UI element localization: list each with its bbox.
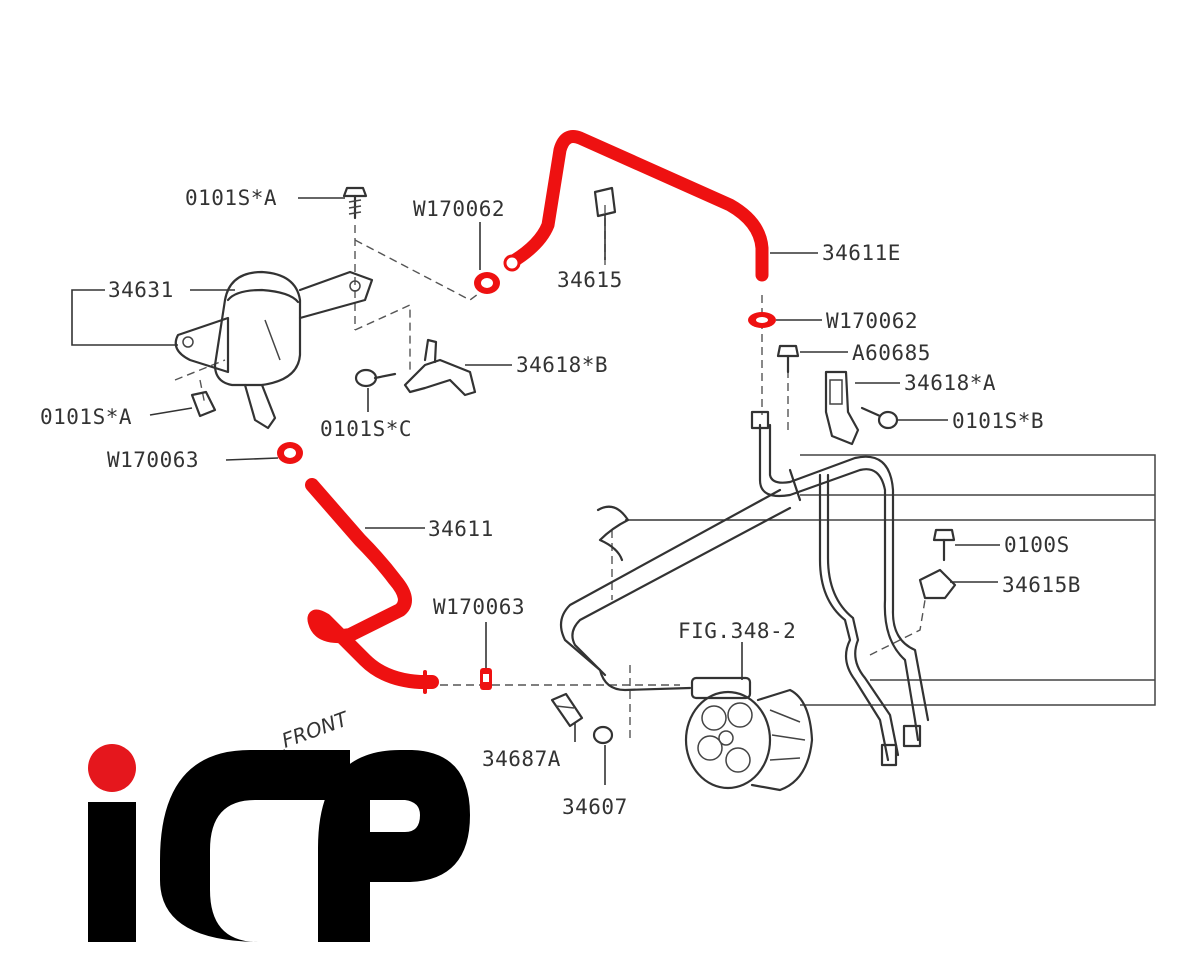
clip-mid-hose — [596, 505, 630, 562]
bolt-0101s-a-top — [342, 186, 368, 220]
pump-assembly — [684, 676, 814, 792]
label-w170063-bottom: W170063 — [433, 595, 525, 619]
clip-34615 — [593, 186, 617, 218]
reservoir-34631 — [174, 270, 374, 430]
clamp-w170062-right — [748, 312, 776, 328]
logo-letter-c — [160, 750, 350, 942]
leader-lines — [71, 197, 1000, 785]
label-fig-348-2: FIG.348-2 — [678, 619, 796, 643]
hose-34611 — [305, 478, 439, 689]
label-34631: 34631 — [108, 278, 174, 302]
label-34687a: 34687A — [482, 747, 561, 771]
logo-letter-p — [318, 750, 470, 942]
bolt-0101s-b — [860, 406, 899, 430]
label-0101s-a-left: 0101S*A — [40, 405, 132, 429]
hose-34611e — [505, 130, 769, 282]
label-34615: 34615 — [557, 268, 623, 292]
bolt-0101s-c — [354, 368, 397, 388]
bolt-a60685 — [776, 344, 800, 374]
front-label: FRONT — [279, 706, 353, 753]
highlight-clamps — [277, 272, 776, 690]
pressure-lines — [559, 410, 930, 767]
bracket-34618-b — [403, 338, 477, 397]
label-a60685: A60685 — [852, 341, 931, 365]
bracket-34618-a — [824, 370, 860, 446]
union-34687a — [550, 692, 584, 728]
label-34607: 34607 — [562, 795, 628, 819]
logo-dot — [88, 744, 136, 792]
label-0100s: 0100S — [1004, 533, 1070, 557]
label-34618-b: 34618*B — [516, 353, 608, 377]
label-w170063-left: W170063 — [107, 448, 199, 472]
frame-lines — [800, 454, 1156, 706]
hose-34611e-end — [503, 254, 521, 272]
label-34611: 34611 — [428, 517, 494, 541]
bolt-0101s-a-left — [190, 390, 217, 418]
clip-34615b — [918, 568, 957, 600]
part-labels: 0101S*A W170062 34615 34611E W170062 A60… — [40, 186, 1081, 819]
clamp-w170063-left — [277, 442, 303, 464]
label-34615b: 34615B — [1002, 573, 1081, 597]
assembly-dashes — [174, 205, 926, 740]
label-34611e: 34611E — [822, 241, 901, 265]
label-34618-a: 34618*A — [904, 371, 996, 395]
logo-letter-i — [88, 802, 136, 942]
bolt-0100s — [932, 528, 956, 562]
gasket-34607 — [592, 725, 614, 745]
clamp-w170062-top — [474, 272, 500, 294]
clamp-w170063-bottom — [480, 668, 492, 690]
label-0101s-b: 0101S*B — [952, 409, 1044, 433]
label-0101s-a-top: 0101S*A — [185, 186, 277, 210]
icp-logo — [88, 744, 470, 942]
highlight-hoses — [305, 130, 769, 694]
label-w170062-top: W170062 — [413, 197, 505, 221]
label-w170062-right: W170062 — [826, 309, 918, 333]
label-0101s-c: 0101S*C — [320, 417, 412, 441]
